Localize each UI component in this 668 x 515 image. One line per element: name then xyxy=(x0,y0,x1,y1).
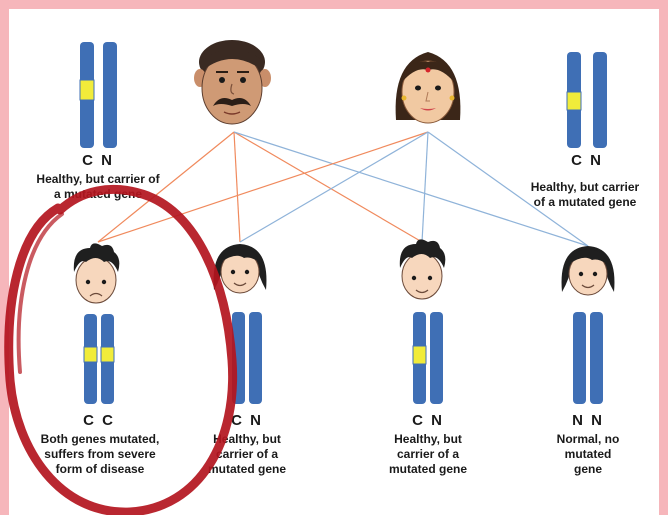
mother-caption: Healthy, but carrier of a mutated gene xyxy=(530,180,640,209)
mother-to-child-2-line xyxy=(239,131,429,243)
child-2-genotype-label: C N xyxy=(231,412,263,429)
child-1-mutation-marker-c2 xyxy=(100,346,115,363)
child-3-boy-face-icon xyxy=(399,239,446,300)
father-caption: Healthy, but carrier of a mutated gene xyxy=(36,172,160,201)
mother-face-icon xyxy=(395,52,461,124)
child-2-chromosome-pair xyxy=(232,312,262,404)
child-2-girl-face-icon xyxy=(213,244,267,294)
child-3-chromosome-pair xyxy=(412,312,443,404)
child-3-genotype-label: C N xyxy=(412,412,444,429)
mother-chromosome-pair xyxy=(566,52,607,148)
father-face-icon xyxy=(194,40,271,125)
father-chromosome-n xyxy=(103,42,117,148)
child-3-caption: Healthy, but carrier of a mutated gene xyxy=(388,432,467,476)
child-1-caption: Both genes mutated, suffers from severe … xyxy=(40,432,160,476)
child-1-mutation-marker-c1 xyxy=(83,346,98,363)
father-to-child-4-line xyxy=(233,131,589,247)
father-mutation-marker xyxy=(79,79,95,101)
child-4-girl-face-icon xyxy=(561,246,615,296)
child-4-chromosome-pair xyxy=(573,312,603,404)
mother-normal-lines xyxy=(239,131,589,247)
child-1-chromosome-pair xyxy=(83,314,115,404)
mother-to-child-4-line xyxy=(427,131,589,247)
child-4-genotype-label: N N xyxy=(572,412,604,429)
mother-to-child-3-line xyxy=(421,131,429,243)
mother-chromosome-n xyxy=(593,52,607,148)
father-genotype-label: C N xyxy=(82,152,114,169)
father-normal-lines xyxy=(233,131,589,247)
mother-genotype-label: C N xyxy=(571,152,603,169)
father-to-child-2-line xyxy=(233,131,241,243)
child-1-genotype-label: C C xyxy=(83,412,115,429)
child-2-caption: Healthy, but carrier of a mutated gene xyxy=(207,432,286,476)
mother-mutation-marker xyxy=(566,91,582,111)
child-3-mutation-marker xyxy=(412,345,427,365)
father-chromosome-pair xyxy=(79,42,117,148)
child-4-caption: Normal, no mutated gene xyxy=(556,432,620,476)
child-1-boy-sad-face-icon xyxy=(73,243,120,304)
father-to-child-3-line xyxy=(233,131,423,243)
